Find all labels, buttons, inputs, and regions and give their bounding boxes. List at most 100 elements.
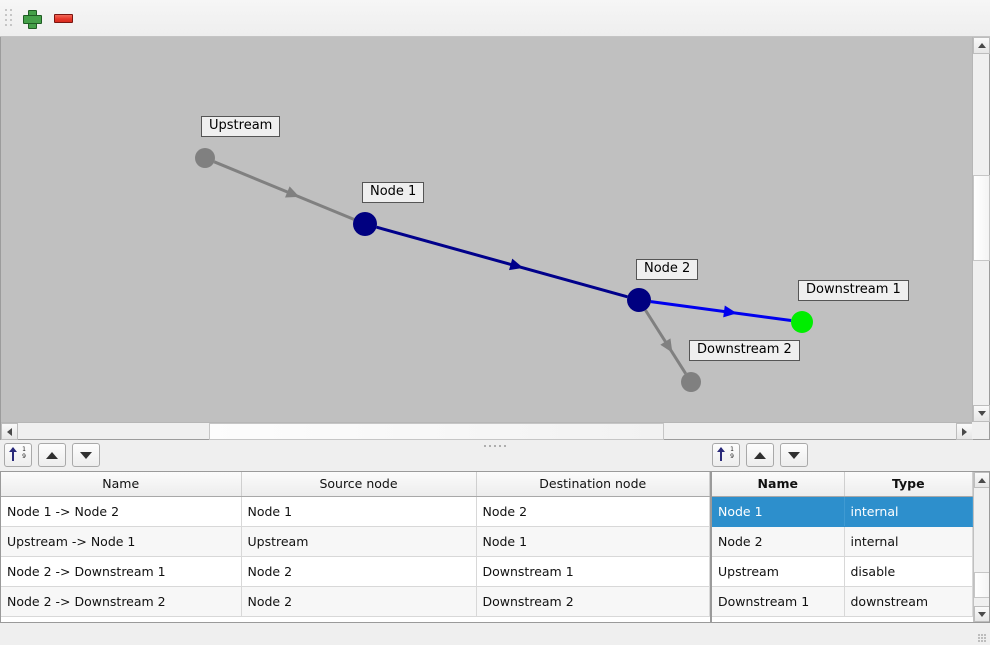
nodes-move-up-button[interactable] (746, 443, 774, 467)
table-cell[interactable]: downstream (844, 586, 973, 617)
table-cell[interactable]: Node 1 (712, 496, 845, 527)
toolbar-drag-grip[interactable] (3, 6, 14, 30)
table-cell[interactable]: disable (844, 556, 973, 587)
table-cell[interactable]: Node 2 -> Downstream 2 (1, 586, 242, 617)
table-cell[interactable]: Downstream 1 (476, 556, 710, 587)
table-cell[interactable]: Upstream (241, 526, 477, 557)
chevron-up-icon (978, 477, 986, 483)
column-header-type[interactable]: Type (844, 472, 973, 497)
nodes-scroll-down-button[interactable] (974, 606, 989, 622)
scroll-left-button[interactable] (1, 423, 18, 440)
graph-edge-node1-node2[interactable] (376, 225, 628, 299)
nodes-vscroll-thumb[interactable] (974, 572, 989, 598)
graph-node-label-downstream1[interactable]: Downstream 1 (798, 280, 909, 301)
graph-edge-arrowhead-node1-node2 (509, 258, 524, 271)
table-cell[interactable]: Node 1 (476, 526, 710, 557)
chevron-down-icon (977, 411, 986, 416)
edges-move-up-button[interactable] (38, 443, 66, 467)
table-cell (1, 616, 710, 622)
graph-node-node1[interactable] (353, 212, 377, 236)
graph-edge-arrowhead-node2-downstream2 (660, 338, 673, 353)
table-cell[interactable]: Node 2 (476, 496, 710, 527)
graph-node-label-upstream[interactable]: Upstream (201, 116, 281, 137)
resize-grip[interactable] (978, 634, 987, 643)
column-header-name[interactable]: Name (1, 472, 242, 497)
graph-node-upstream[interactable] (195, 148, 215, 168)
chevron-left-icon (7, 427, 12, 436)
table-cell[interactable]: Upstream -> Node 1 (1, 526, 242, 557)
scroll-down-button[interactable] (973, 405, 990, 422)
table-cell[interactable]: Node 2 (712, 526, 845, 557)
nodes-scroll-up-button[interactable] (974, 472, 989, 488)
nodes-move-down-button[interactable] (780, 443, 808, 467)
graph-edge-node2-downstream1[interactable] (650, 300, 792, 323)
table-empty-row (1, 616, 710, 622)
column-header-source-node[interactable]: Source node (241, 472, 477, 497)
canvas-horizontal-scrollbar[interactable] (1, 422, 973, 440)
graph-node-label-node1[interactable]: Node 1 (362, 182, 425, 203)
scroll-right-button[interactable] (956, 423, 973, 440)
table-cell[interactable]: Node 2 -> Downstream 1 (1, 556, 242, 587)
minus-icon (53, 13, 73, 23)
table-cell[interactable]: Node 1 (241, 496, 477, 527)
table-cell[interactable]: internal (844, 496, 973, 527)
chevron-down-icon (978, 611, 986, 617)
main-toolbar (0, 0, 990, 37)
arrow-down-icon (788, 451, 800, 459)
table-cell[interactable]: Node 1 -> Node 2 (1, 496, 242, 527)
table-cell[interactable]: Node 2 (241, 586, 477, 617)
graph-node-downstream2[interactable] (681, 372, 701, 392)
graph-node-label-node2[interactable]: Node 2 (636, 259, 699, 280)
edges-move-down-button[interactable] (72, 443, 100, 467)
table-cell[interactable]: Downstream 2 (476, 586, 710, 617)
table-cell[interactable]: Upstream (712, 556, 845, 587)
column-header-destination-node[interactable]: Destination node (476, 472, 710, 497)
splitter-grip (484, 445, 506, 447)
graph-edge-upstream-node1[interactable] (213, 160, 355, 221)
table-empty-row (712, 616, 973, 622)
graph-node-label-downstream2[interactable]: Downstream 2 (689, 340, 800, 361)
chevron-up-icon (977, 43, 986, 48)
plus-icon (22, 9, 42, 29)
add-button[interactable] (16, 4, 46, 32)
table-cell (712, 616, 973, 622)
graph-node-node2[interactable] (627, 288, 651, 312)
graph-edge-arrowhead-upstream-node1 (285, 186, 300, 198)
column-header-name[interactable]: Name (712, 472, 845, 497)
scroll-up-button[interactable] (973, 37, 990, 54)
table-cell[interactable]: internal (844, 526, 973, 557)
arrow-up-icon (46, 451, 58, 459)
table-cell[interactable]: Node 2 (241, 556, 477, 587)
graph-node-downstream1[interactable] (791, 311, 813, 333)
status-bar (0, 623, 990, 645)
remove-button[interactable] (48, 4, 78, 32)
arrow-down-icon (80, 451, 92, 459)
nodes-table-vertical-scrollbar[interactable] (973, 472, 989, 622)
horizontal-splitter[interactable] (0, 441, 990, 451)
canvas-hscroll-thumb[interactable] (209, 423, 664, 440)
canvas-vscroll-thumb[interactable] (973, 175, 990, 261)
canvas-vertical-scrollbar[interactable] (972, 37, 990, 422)
table-cell[interactable]: Downstream 1 (712, 586, 845, 617)
chevron-right-icon (962, 427, 967, 436)
